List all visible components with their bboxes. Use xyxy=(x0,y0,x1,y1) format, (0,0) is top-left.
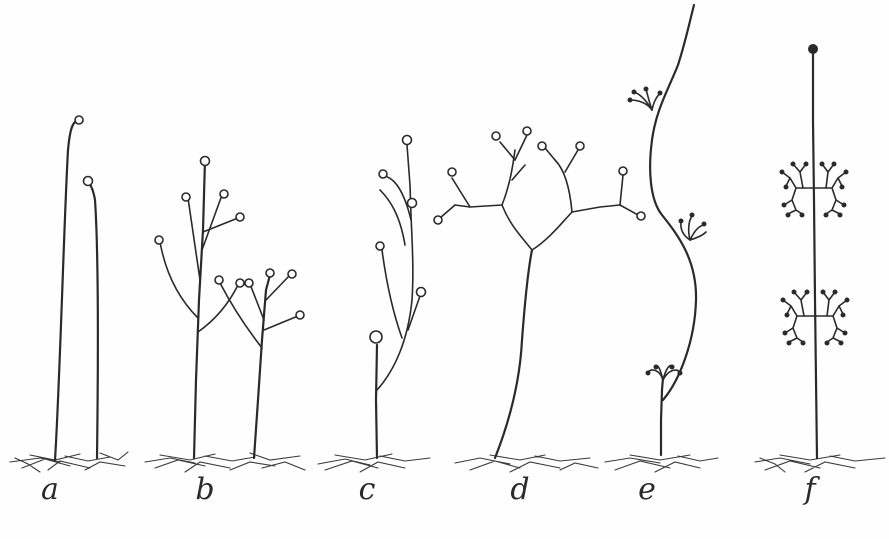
panel-a-stem-2 xyxy=(86,180,99,460)
panel-label-d: d xyxy=(510,472,530,507)
panel-a-rhizoids xyxy=(9,451,129,473)
panel-label-e: e xyxy=(638,472,656,507)
panel-a-sporangium-1 xyxy=(74,115,84,125)
panel-f-lower-whorl xyxy=(780,289,850,346)
panel-label-f: f xyxy=(804,472,816,507)
panel-c-stem xyxy=(374,343,379,460)
panel-f-terminal-sporangium xyxy=(808,44,818,54)
panel-c-drawing xyxy=(317,134,431,473)
panel-f-rhizoids xyxy=(754,454,886,473)
panel-a-sporangium-2 xyxy=(82,175,94,187)
panel-f-stem xyxy=(811,50,819,460)
panel-d-stem xyxy=(493,248,534,460)
panel-d-rhizoids xyxy=(454,454,599,473)
panel-f-upper-whorl xyxy=(779,161,849,218)
panel-label-c: c xyxy=(358,472,376,507)
panel-a-stem-1 xyxy=(53,119,79,462)
panel-e-drawing xyxy=(604,3,719,473)
panel-e-stolon xyxy=(649,3,698,402)
panel-b-rhizoids xyxy=(144,452,306,473)
panel-a-drawing xyxy=(9,115,129,473)
panel-b-drawing xyxy=(144,155,306,473)
panel-label-a: a xyxy=(41,472,59,507)
panel-b-stem-1 xyxy=(192,158,207,460)
panel-label-b: b xyxy=(195,472,215,507)
panel-f-drawing xyxy=(754,44,886,473)
panel-e-stem xyxy=(659,376,665,457)
panel-c-rhizoids xyxy=(317,453,431,473)
panel-e-rhizoids xyxy=(604,454,719,473)
panel-d-drawing xyxy=(433,126,646,473)
panel-b-stem-2 xyxy=(252,273,272,460)
